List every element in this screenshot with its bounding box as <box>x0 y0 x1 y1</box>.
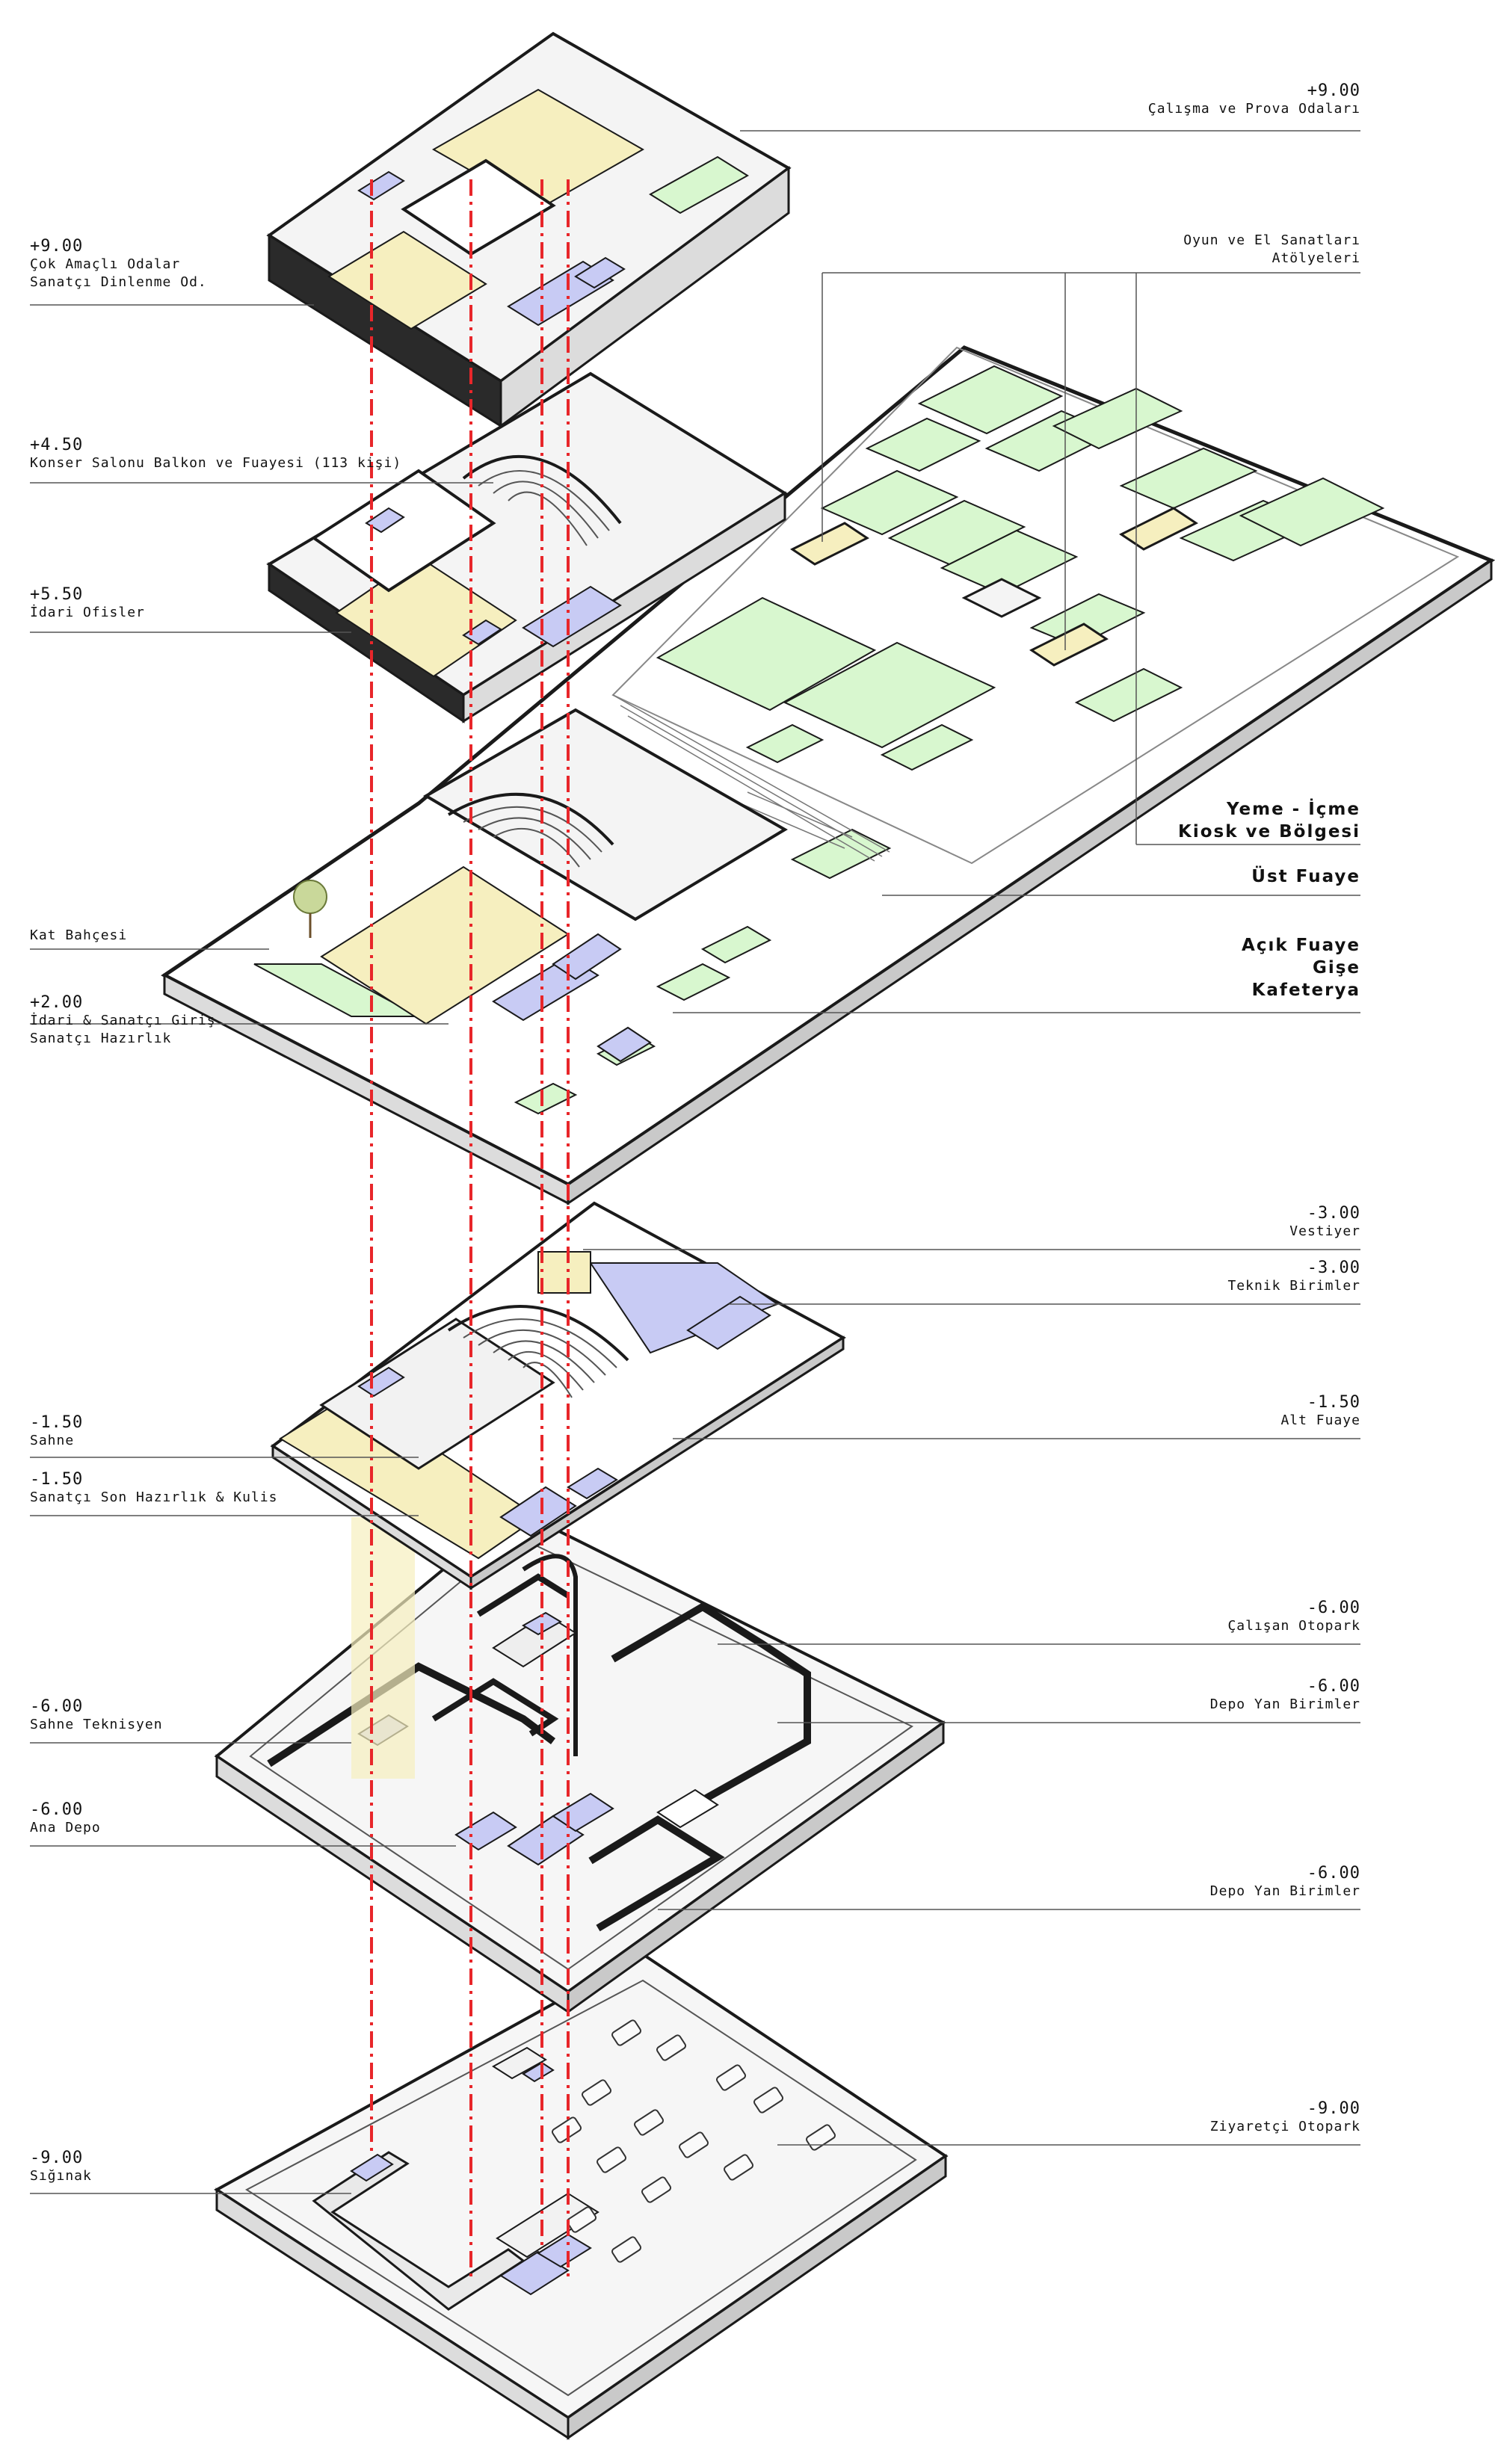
label-storage-side-units-2: -6.00 Depo Yan Birimler <box>1210 1865 1360 1901</box>
label-line: Depo Yan Birimler <box>1209 1696 1360 1712</box>
label-upper-foyer: Üst Fuaye <box>1251 865 1360 888</box>
label-line: Üst Fuaye <box>1251 867 1360 886</box>
label-concert-balcony: +4.50 Konser Salonu Balkon ve Fuayesi (1… <box>30 436 401 472</box>
label-line: Sanatçı Hazırlık <box>30 1031 172 1046</box>
label-admin-artist-entrance: +2.00 İdari & Sanatçı Giriş Sanatçı Hazı… <box>30 994 216 1048</box>
label-line: Depo Yan Birimler <box>1209 1883 1360 1899</box>
label-storage-side-units-1: -6.00 Depo Yan Birimler <box>1210 1678 1360 1714</box>
label-level: -9.00 <box>1307 2099 1360 2118</box>
label-level: -6.00 <box>30 1697 84 1716</box>
label-line: Gişe <box>1312 958 1360 978</box>
vertical-circulation-axes <box>370 179 570 2279</box>
label-kiosk-zone: Yeme - İçme Kiosk ve Bölgesi <box>1178 798 1360 843</box>
label-level: +9.00 <box>30 237 84 256</box>
label-admin-offices: +5.50 İdari Ofisler <box>30 586 145 622</box>
label-line: Alt Fuaye <box>1280 1412 1360 1428</box>
label-level: +9.00 <box>1307 81 1360 100</box>
label-line: Kafeterya <box>1251 981 1360 1000</box>
label-line: Yeme - İçme <box>1226 800 1360 819</box>
label-line: İdari Ofisler <box>30 605 145 620</box>
label-shelter: -9.00 Sığınak <box>30 2149 92 2185</box>
label-visitor-parking: -9.00 Ziyaretçi Otopark <box>1210 2100 1360 2136</box>
level-plus-4-50-slab <box>266 371 788 723</box>
label-line: İdari & Sanatçı Giriş <box>30 1013 216 1028</box>
label-level: +2.00 <box>30 993 84 1012</box>
label-level: -6.00 <box>1307 1864 1360 1883</box>
label-line: Sanatçı Son Hazırlık & Kulis <box>30 1489 278 1505</box>
label-line: Oyun ve El Sanatları <box>1183 232 1360 248</box>
label-line: Kat Bahçesi <box>30 927 128 943</box>
label-level: -6.00 <box>1307 1677 1360 1696</box>
label-main-storage: -6.00 Ana Depo <box>30 1801 101 1837</box>
leader-lines <box>30 130 1360 2194</box>
label-level: -3.00 <box>1307 1259 1360 1277</box>
label-multi-purpose-rooms: +9.00 Çok Amaçlı Odalar Sanatçı Dinlenme… <box>30 238 207 291</box>
label-workshops: Oyun ve El Sanatları Atölyeleri <box>1183 232 1360 268</box>
label-line: Çalışma ve Prova Odaları <box>1147 101 1360 117</box>
label-roof-garden: Kat Bahçesi <box>30 927 127 945</box>
label-level: +5.50 <box>30 585 84 604</box>
label-staff-parking: -6.00 Çalışan Otopark <box>1227 1599 1360 1635</box>
level-minus-6-slab <box>214 1507 946 2014</box>
label-line: Çalışan Otopark <box>1227 1618 1360 1634</box>
label-line: Konser Salonu Balkon ve Fuayesi (113 kiş… <box>30 455 402 471</box>
level-minus-9-slab <box>214 1952 949 2440</box>
label-level: +4.50 <box>30 436 84 454</box>
label-level: -6.00 <box>1307 1599 1360 1617</box>
label-level: -3.00 <box>1307 1204 1360 1223</box>
label-stage-technician: -6.00 Sahne Teknisyen <box>30 1698 163 1734</box>
label-line: Sahne <box>30 1433 75 1448</box>
label-backstage: -1.50 Sanatçı Son Hazırlık & Kulis <box>30 1471 277 1507</box>
level-plus-9-slab <box>266 31 792 428</box>
label-line: Sahne Teknisyen <box>30 1717 163 1732</box>
label-line: Sığınak <box>30 2168 92 2184</box>
label-technical-units: -3.00 Teknik Birimler <box>1227 1259 1360 1295</box>
label-stage: -1.50 Sahne <box>30 1414 83 1450</box>
label-lower-foyer: -1.50 Alt Fuaye <box>1280 1394 1360 1430</box>
label-line: Açık Fuaye <box>1242 936 1360 955</box>
label-line: Ana Depo <box>30 1820 101 1835</box>
label-line: Teknik Birimler <box>1227 1278 1360 1294</box>
label-level: -9.00 <box>30 2149 84 2167</box>
label-line: Vestiyer <box>1289 1223 1360 1239</box>
label-level: -1.50 <box>30 1470 84 1489</box>
level-plus-2-slab <box>161 345 1495 1205</box>
label-level: -1.50 <box>30 1413 84 1432</box>
label-cloakroom: -3.00 Vestiyer <box>1289 1205 1360 1241</box>
label-line: Kiosk ve Bölgesi <box>1178 822 1360 842</box>
label-line: Çok Amaçlı Odalar <box>30 256 181 272</box>
label-open-foyer: Açık Fuaye Gişe Kafeterya <box>1242 934 1360 1001</box>
label-level: -1.50 <box>1307 1393 1360 1412</box>
label-line: Ziyaretçi Otopark <box>1209 2119 1360 2134</box>
label-line: Sanatçı Dinlenme Od. <box>30 274 207 290</box>
label-line: Atölyeleri <box>1271 250 1360 266</box>
label-level: -6.00 <box>30 1800 84 1819</box>
label-rehearsal-rooms: +9.00 Çalışma ve Prova Odaları <box>1148 82 1360 118</box>
